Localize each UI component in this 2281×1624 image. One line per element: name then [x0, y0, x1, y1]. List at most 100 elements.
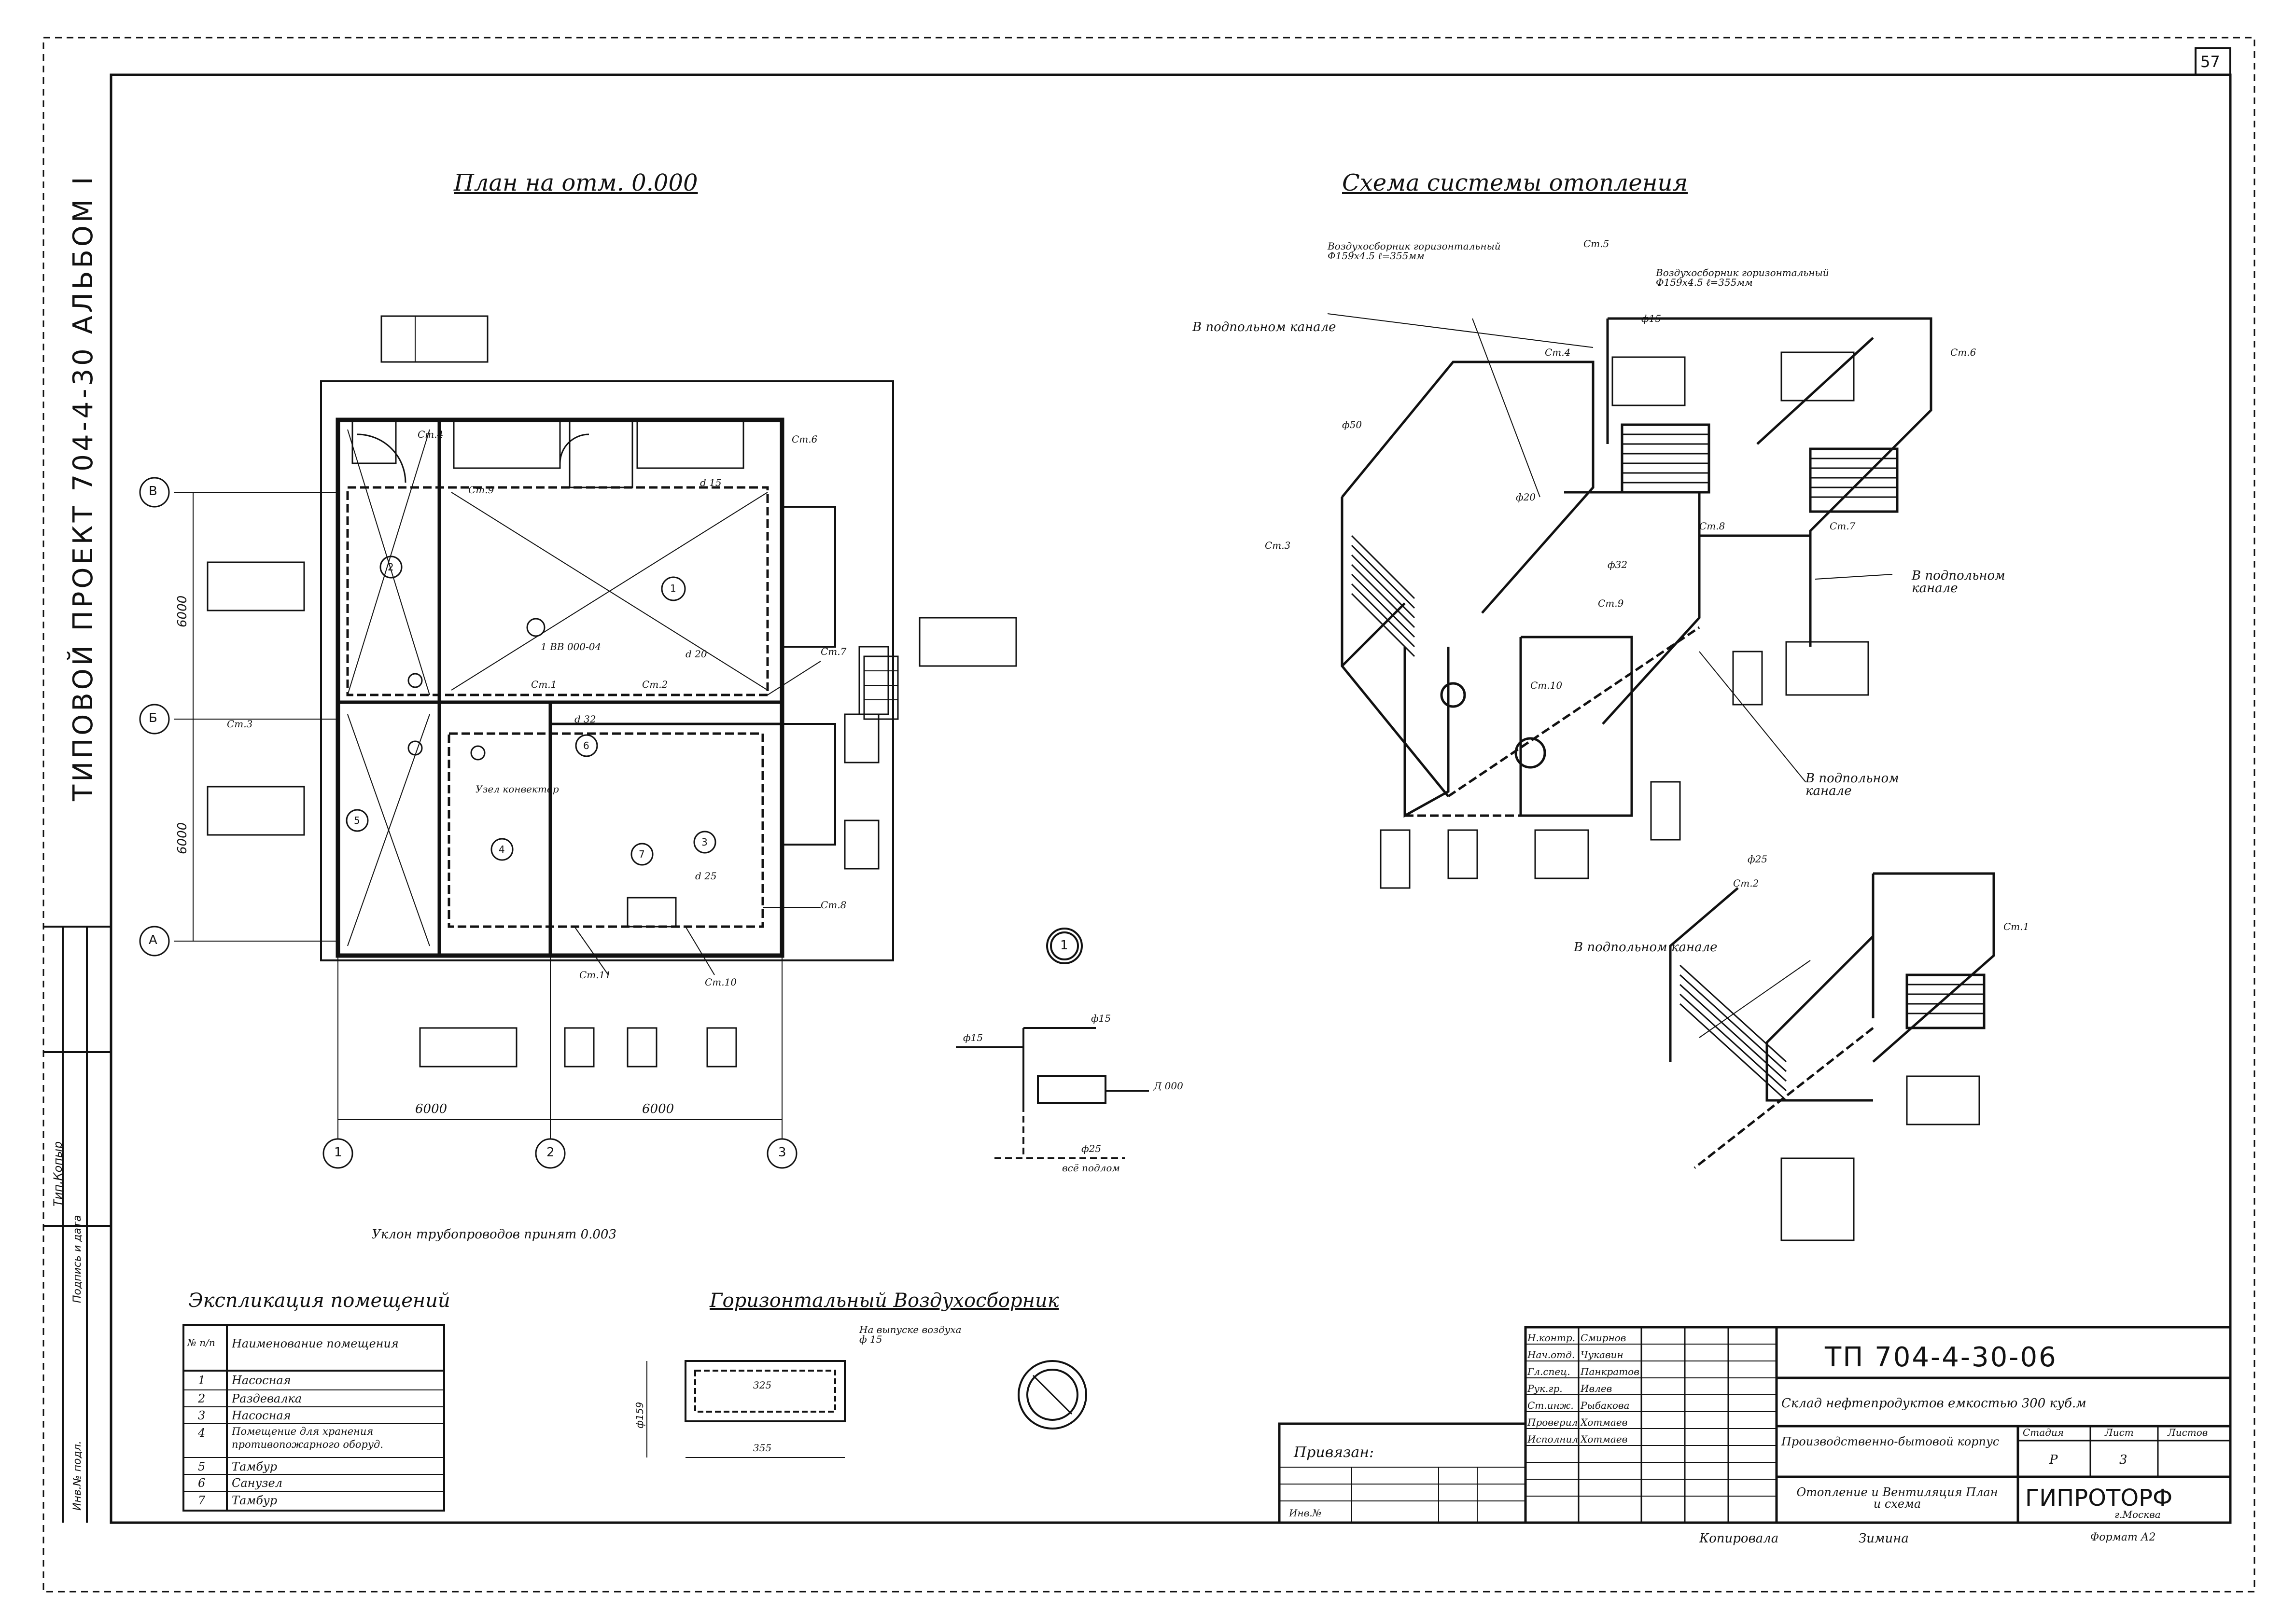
- room-number-3: 3: [701, 836, 708, 848]
- collector-sketch: [646, 1360, 1087, 1458]
- riser-st3: Ст.3: [227, 718, 253, 730]
- axis-letter-b: Б: [149, 711, 157, 725]
- axis-number-2: 2: [546, 1145, 555, 1160]
- stage-header: Стадия: [2023, 1427, 2064, 1438]
- drawing-code: ТП 704-4-30-06: [1825, 1342, 2057, 1373]
- role-4: Рук.гр.: [1527, 1383, 1563, 1394]
- organization-name: ГИПРОТОРФ: [2025, 1485, 2173, 1512]
- plan-note-1: 1 ВВ 000-04: [541, 641, 602, 652]
- sheets-header: Листов: [2168, 1427, 2208, 1438]
- sheet-subject: Отопление и Вентиляция План и схема: [1796, 1485, 1998, 1511]
- riser-st10: Ст.10: [705, 976, 737, 988]
- scheme-d32: ф32: [1608, 559, 1628, 570]
- detail-d15-b: ф15: [1091, 1013, 1111, 1024]
- scheme-d50: ф50: [1342, 419, 1362, 430]
- scheme-d15: ф15: [1641, 313, 1662, 324]
- room-number-1: 1: [670, 583, 676, 594]
- room-number-2: 2: [388, 561, 394, 573]
- role-6: Проверил: [1527, 1416, 1578, 1428]
- collector-note: На выпуске воздуха ф 15: [859, 1324, 962, 1345]
- channel-label-1: В подпольном канале: [1192, 320, 1336, 334]
- plan-title: План на отм. 0.000: [454, 169, 698, 196]
- room-number-7: 7: [639, 848, 645, 860]
- riser-st11: Ст.11: [579, 969, 612, 981]
- dim-6000-a: 6000: [415, 1102, 448, 1116]
- explication-row-2-name: Раздевалка: [232, 1392, 302, 1405]
- axis-letter-a: А: [149, 933, 157, 947]
- room-number-4: 4: [499, 844, 505, 855]
- scheme-riser-st1: Ст.1: [2003, 921, 2029, 932]
- side-project-title: ТИПОВОЙ ПРОЕКТ 704-4-30 АЛЬБОМ I: [68, 174, 99, 801]
- scheme-riser-st9: Ст.9: [1598, 597, 1624, 609]
- role-3: Гл.спец.: [1527, 1366, 1570, 1377]
- dim-6000-b: 6000: [642, 1102, 674, 1116]
- detail-1-label: 1: [1060, 938, 1068, 953]
- explication-row-7-name: Тамбур: [232, 1494, 278, 1507]
- scheme-riser-st4: Ст.4: [1545, 347, 1571, 358]
- explication-table: [182, 1324, 445, 1512]
- scheme-riser-st10: Ст.10: [1530, 680, 1563, 691]
- plan-note-d32: d 32: [574, 713, 596, 725]
- scheme-d20: ф20: [1516, 491, 1536, 503]
- explication-row-6-num: 6: [198, 1476, 206, 1490]
- explication-header-num: № п/п: [187, 1337, 215, 1348]
- room-number-6: 6: [583, 740, 589, 751]
- organization-city: г.Москва: [2114, 1509, 2161, 1520]
- title-block: [1278, 1326, 2232, 1524]
- detail-note-1: Д 000: [1154, 1080, 1183, 1092]
- inv-label: Инв.№: [1289, 1507, 1322, 1519]
- riser-st6: Ст.6: [792, 433, 818, 445]
- name-5: Рыбакова: [1581, 1400, 1630, 1411]
- air-collector-2: Воздухосборник горизонтальный Ф159х4.5 ℓ…: [1656, 267, 1829, 288]
- scheme-riser-st6: Ст.6: [1950, 347, 1976, 358]
- collector-title: Горизонтальный Воздухосборник: [710, 1290, 1059, 1312]
- scheme-riser-st7: Ст.7: [1830, 520, 1856, 532]
- riser-st2: Ст.2: [642, 679, 668, 690]
- scheme-riser-st8: Ст.8: [1699, 520, 1725, 532]
- collector-dim-355: 355: [753, 1442, 772, 1454]
- scheme-title: Схема системы отопления: [1342, 169, 1688, 196]
- axis-number-3: 3: [778, 1145, 786, 1160]
- sheet-number: 57: [2200, 53, 2220, 71]
- detail-d25: ф25: [1081, 1143, 1102, 1154]
- channel-label-3: В подпольном канале: [1805, 771, 1899, 798]
- plan-note-d25: d 25: [695, 870, 717, 882]
- name-4: Ивлев: [1581, 1383, 1612, 1394]
- explication-row-5-name: Тамбур: [232, 1460, 278, 1473]
- explication-row-3-name: Насосная: [232, 1409, 291, 1422]
- heating-scheme: [1327, 313, 1995, 1241]
- side-stamp-3: Подпись и дата: [71, 1215, 84, 1303]
- explication-header-name: Наименование помещения: [232, 1337, 399, 1350]
- dim-vert-top: 6000: [175, 595, 190, 627]
- explication-row-6-name: Санузел: [232, 1476, 282, 1490]
- plan-note-2: Узел конвектор: [476, 783, 559, 795]
- explication-row-1-num: 1: [198, 1374, 206, 1387]
- detail-d15-a: ф15: [963, 1032, 983, 1043]
- role-5: Ст.инж.: [1527, 1400, 1574, 1411]
- bound-label: Привязан:: [1294, 1444, 1374, 1461]
- explication-row-5-num: 5: [198, 1460, 206, 1473]
- copied-label: Копировала: [1699, 1531, 1779, 1546]
- format-label: Формат А2: [2090, 1531, 2156, 1543]
- name-3: Панкратов: [1581, 1366, 1639, 1377]
- explication-row-2-num: 2: [198, 1392, 206, 1405]
- scheme-riser-st5: Ст.5: [1583, 238, 1609, 250]
- plan-note-d15: d 15: [700, 477, 722, 488]
- slope-note: Уклон трубопроводов принят 0.003: [372, 1227, 616, 1242]
- sheet-value: 3: [2119, 1453, 2127, 1467]
- dim-vert-bot: 6000: [175, 822, 190, 854]
- riser-st8: Ст.8: [821, 899, 847, 911]
- side-stamp-2: Инв.№ подл.: [71, 1441, 84, 1511]
- collector-dim-325: 325: [753, 1379, 772, 1391]
- air-collector-1: Воздухосборник горизонтальный Ф159х4.5 ℓ…: [1328, 240, 1501, 262]
- explication-row-4-num: 4: [198, 1426, 206, 1440]
- scheme-riser-st2: Ст.2: [1733, 877, 1759, 889]
- collector-dim-159: ф159: [634, 1402, 645, 1429]
- detail-1: [956, 928, 1149, 1159]
- channel-label-4: В подпольном канале: [1574, 940, 1718, 955]
- explication-row-4-name: Помещение для хранения противопожарного …: [232, 1426, 384, 1451]
- explication-row-1-name: Насосная: [232, 1374, 291, 1387]
- scheme-d25: ф25: [1748, 853, 1768, 865]
- axis-letter-v: В: [149, 484, 157, 499]
